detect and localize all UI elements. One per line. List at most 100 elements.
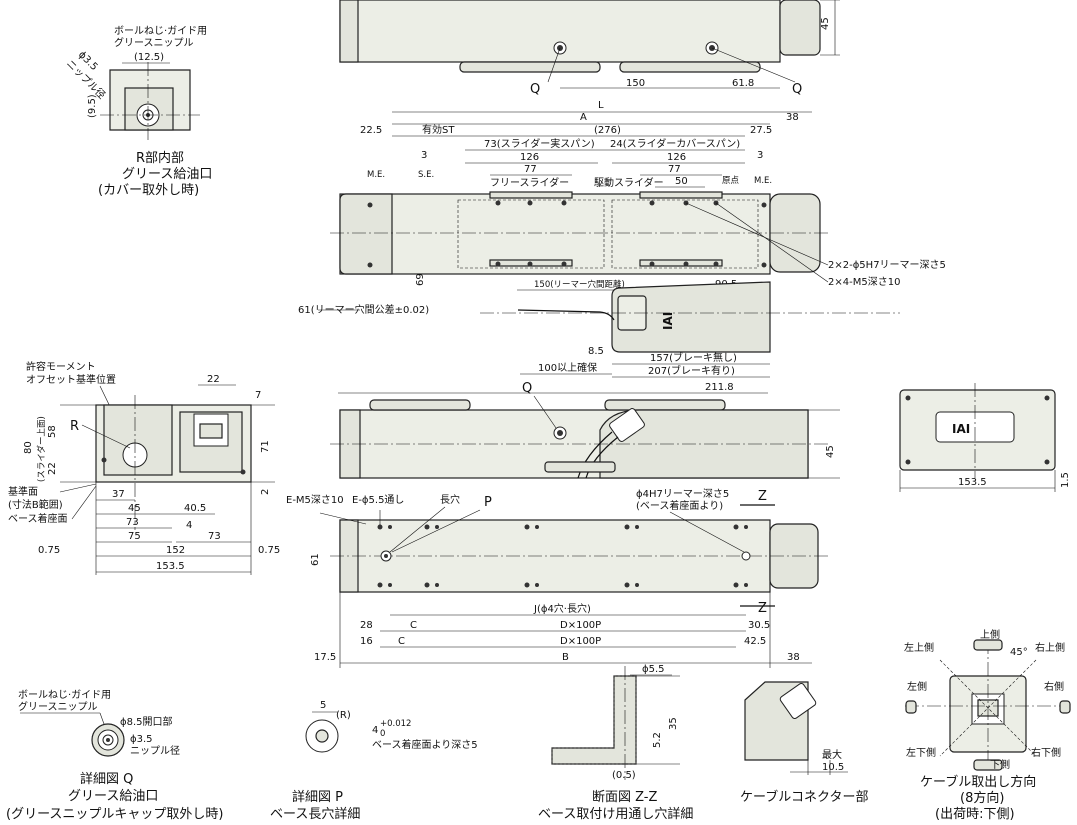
label-z-top: Z (758, 489, 767, 504)
dim-0-5-zz: (0.5) (612, 770, 636, 781)
dim-150: 150 (626, 78, 645, 89)
dim-0-75-b: 0.75 (258, 545, 280, 556)
dim-c2: C (398, 636, 405, 647)
label-me-left: M.E. (367, 170, 385, 180)
detail-q-label1: ボールねじ·ガイド用 (18, 689, 111, 701)
dim-77-a: 77 (524, 164, 537, 175)
dim-153-5-end: 153.5 (958, 477, 987, 488)
dim-9-5: (9.5) (87, 94, 98, 118)
label-e55: E-ϕ5.5通し (352, 494, 404, 506)
dim-0-75-a: 0.75 (38, 545, 60, 556)
bottom-view: E-M5深さ10 E-ϕ5.5通し 長穴 P ϕ4H7リーマー深さ5 (ベース着… (286, 488, 830, 668)
label-z-bottom: Z (758, 601, 767, 616)
label-base-mount: ベース着座面 (8, 512, 68, 525)
tol-low-p: 0 (380, 729, 385, 739)
dim-153-5: 153.5 (156, 561, 185, 572)
dim-73-a: 73 (126, 517, 139, 528)
dim-phi-8-5: ϕ8.5開口部 (120, 715, 173, 728)
dir-bottom-right: 右下側 (1031, 746, 1061, 759)
dim-2: 2 (260, 489, 271, 495)
dim-28: 28 (360, 620, 373, 631)
section-zz-cap2: ベース取付け用通し穴詳細 (538, 806, 693, 822)
dim-71: 71 (260, 440, 271, 453)
label-me-right: M.E. (754, 176, 772, 186)
dim-j: J(ϕ4穴·長穴) (533, 602, 591, 615)
label-moment-1: 許容モーメント (26, 360, 96, 373)
dim-8-5: 8.5 (588, 346, 604, 357)
top-view: 45 Q Q 150 61.8 (339, 0, 840, 97)
dim-75: 75 (128, 531, 141, 542)
dim-37: 37 (112, 489, 125, 500)
dim-38-plan: 38 (786, 112, 799, 123)
label-max: 最大 (822, 748, 842, 761)
dim-slider-real: 73(スライダー実スパン) (484, 137, 595, 150)
dim-3-left: 3 (421, 150, 427, 161)
dim-3-right: 3 (757, 150, 763, 161)
plan-view: L A 38 22.5 有効ST (276) 27.5 73(スライダー実スパン… (298, 100, 946, 378)
dim-22-b: 22 (47, 462, 58, 475)
label-depth-p: ベース着座面より深さ5 (372, 738, 478, 751)
detail-r: ボールねじ·ガイド用 グリースニップル (12.5) ϕ3.5 ニップル径 (9… (64, 25, 212, 198)
dim-40-5: 40.5 (184, 503, 206, 514)
dim-16: 16 (360, 636, 373, 647)
plan-drive-slider (611, 199, 759, 269)
dim-35-zz: 35 (668, 717, 679, 730)
label-R: R (70, 419, 79, 434)
dir-bottom: 下側 (990, 758, 1010, 771)
dim-4: 4 (186, 520, 192, 531)
dim-slider-cover: 24(スライダーカバースパン) (610, 137, 740, 150)
label-drive-slider: 駆動スライダー (594, 176, 664, 189)
dim-dx100-a: D×100P (560, 620, 601, 631)
dim-58: 58 (47, 425, 58, 438)
top-view-left-cap (339, 0, 359, 63)
dim-dx100-b: D×100P (560, 636, 601, 647)
top-view-motor (779, 0, 821, 56)
detail-q-label2: グリースニップル (18, 700, 98, 713)
detail-r-label2: グリースニップル (114, 36, 194, 49)
cable-direction-detail: 上側 左上側 右上側 左側 右側 左下側 右下側 下側 45° ケーブル取出し方… (904, 628, 1071, 822)
dim-126-b: 126 (667, 152, 686, 163)
dim-1-5-end: 1.5 (1060, 472, 1071, 488)
detail-r-cap3: (カバー取外し時) (98, 183, 199, 198)
dim-5-p: 5 (320, 700, 326, 711)
section-view: 許容モーメント オフセット基準位置 22 7 R 80 58 22 (スライダー… (8, 360, 280, 575)
dim-L: L (598, 100, 604, 111)
plan-logo: IAI (661, 312, 675, 330)
plan-connector-housing (611, 281, 771, 353)
end-view: IAI 153.5 1.5 (899, 383, 1071, 492)
cable-dir-cap1: ケーブル取出し方向 (920, 774, 1036, 790)
dim-c1: C (410, 620, 417, 631)
dim-38-bottom: 38 (787, 652, 800, 663)
tol-up-p: +0.012 (380, 719, 411, 729)
cable-dir-cap3: (出荷時:下側) (935, 807, 1015, 822)
dim-5-2-zz: 5.2 (652, 732, 663, 748)
label-origin: 原点 (722, 176, 740, 186)
dim-17-5: 17.5 (314, 652, 336, 663)
top-slider-a (459, 61, 601, 73)
top-slider-b (619, 61, 761, 73)
dim-12-5: (12.5) (134, 52, 164, 63)
dim-22-5: 22.5 (360, 125, 382, 136)
section-zz-cap1: 断面図 Z-Z (592, 790, 658, 805)
label-em5: E-M5深さ10 (286, 494, 344, 506)
cable-dir-cap2: (8方向) (960, 790, 1004, 806)
dim-7: 7 (255, 390, 261, 401)
label-moment-2: オフセット基準位置 (26, 373, 116, 386)
dim-4-p: 4 (372, 725, 378, 736)
dim-eff-st: 有効ST (422, 123, 455, 136)
label-reamer-note: (ベース着座面より) (636, 499, 723, 512)
label-m5-holes: 2×4-M5深さ10 (828, 276, 900, 288)
label-slider-top: (スライダー上面) (36, 416, 47, 482)
label-p: P (484, 495, 492, 510)
label-r-p: (R) (336, 710, 351, 721)
dim-27-5: 27.5 (750, 125, 772, 136)
plan-left-cap (339, 193, 393, 275)
detail-r-label1: ボールねじ·ガイド用 (114, 25, 207, 37)
label-reamer-4h7: ϕ4H7リーマー深さ5 (636, 488, 729, 500)
dim-50: 50 (675, 176, 688, 187)
dir-right: 右側 (1044, 680, 1064, 693)
dim-100: 100以上確保 (538, 361, 597, 374)
detail-q-cap2: グリース給油口 (68, 789, 158, 804)
dim-152: 152 (166, 545, 185, 556)
dim-10-5: 10.5 (822, 762, 844, 773)
